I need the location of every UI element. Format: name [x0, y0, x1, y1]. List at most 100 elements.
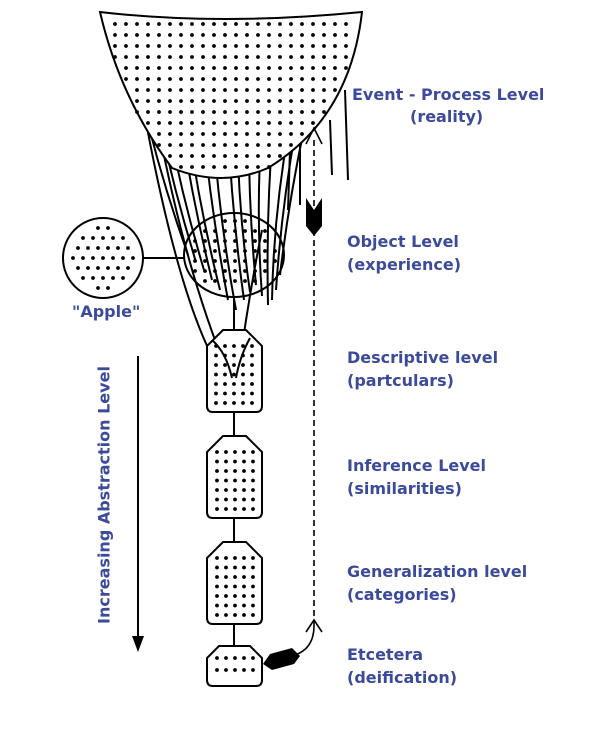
- feedback-arrowhead-top: [305, 126, 323, 145]
- event-dot: [322, 88, 326, 92]
- event-dot: [300, 22, 304, 26]
- apple-dot: [91, 256, 95, 260]
- event-dot: [322, 22, 326, 26]
- object-dot: [243, 259, 247, 263]
- event-dot: [234, 77, 238, 81]
- apple-dot: [86, 246, 90, 250]
- event-dot: [256, 22, 260, 26]
- event-dot: [113, 55, 117, 59]
- event-dot: [124, 66, 128, 70]
- strand-line: [344, 89, 349, 181]
- event-dot: [311, 77, 315, 81]
- descriptive-dot: [241, 391, 245, 396]
- event-dot: [124, 55, 128, 59]
- event-dot: [223, 77, 227, 81]
- event-dot: [157, 66, 161, 70]
- descriptive-dot: [214, 401, 218, 405]
- event-dot: [256, 154, 260, 158]
- apple-dot: [81, 276, 85, 280]
- object-dot: [273, 259, 277, 263]
- event-dot: [201, 110, 205, 114]
- object-level-ellipse: [183, 212, 285, 298]
- event-dot: [124, 77, 128, 81]
- generalization-dot: [242, 556, 246, 560]
- descriptive-dot: [232, 344, 236, 348]
- apple-dot: [101, 236, 105, 240]
- etcetera-dot: [251, 656, 255, 660]
- event-dot: [256, 99, 260, 103]
- event-dot: [245, 88, 249, 92]
- object-dot: [203, 269, 207, 273]
- event-dot: [344, 22, 348, 26]
- event-dot: [300, 99, 304, 103]
- object-dot: [213, 239, 217, 243]
- event-dot: [289, 110, 293, 114]
- event-dot: [223, 132, 227, 136]
- event-dot: [311, 22, 315, 26]
- event-dot: [223, 33, 227, 37]
- event-dot: [201, 66, 205, 70]
- event-dot: [212, 99, 216, 103]
- event-dot: [168, 22, 172, 26]
- descriptive-dot: [250, 401, 254, 405]
- event-dot: [256, 88, 260, 92]
- apple-dot: [96, 246, 100, 250]
- event-dot: [322, 77, 326, 81]
- descriptive-dot: [223, 363, 227, 367]
- etcetera-dot: [224, 668, 228, 672]
- feedback-arrow-tail: [263, 648, 300, 670]
- generalization-dot: [233, 584, 237, 589]
- descriptive-dot: [214, 391, 218, 396]
- event-dot: [201, 99, 205, 103]
- object-dot: [263, 239, 267, 243]
- inference-dot: [233, 497, 237, 502]
- event-dot: [190, 143, 194, 147]
- event-dot: [223, 88, 227, 92]
- generalization-dot: [215, 556, 219, 560]
- generalization-dot: [233, 556, 237, 560]
- event-dot: [212, 110, 216, 114]
- inference-dot: [224, 450, 228, 454]
- descriptive-level-title: Descriptive level: [347, 348, 499, 367]
- apple-dot: [91, 276, 95, 280]
- event-dot: [124, 22, 128, 26]
- event-dot: [256, 66, 260, 70]
- event-dot: [267, 110, 271, 114]
- generalization-dot: [242, 594, 246, 598]
- event-dot: [201, 55, 205, 59]
- event-dot: [256, 121, 260, 125]
- descriptive-dot: [223, 372, 227, 377]
- event-dot: [289, 66, 293, 70]
- object-dot: [223, 269, 227, 273]
- event-dot: [157, 132, 161, 136]
- descriptive-dot: [232, 363, 236, 367]
- etcetera-dot: [233, 656, 237, 660]
- generalization-dot: [251, 556, 255, 560]
- inference-dot: [224, 507, 228, 511]
- inference-dot: [215, 450, 219, 454]
- inference-dot: [251, 497, 255, 502]
- inference-dot: [215, 459, 219, 464]
- object-dot: [193, 239, 197, 243]
- event-dot: [168, 66, 172, 70]
- event-dot: [322, 110, 326, 114]
- event-dot: [289, 88, 293, 92]
- event-process-cloud: [98, 10, 364, 179]
- generalization-dot: [224, 603, 228, 608]
- feedback-fletching: [306, 198, 322, 236]
- event-dot: [212, 22, 216, 26]
- generalization-dot: [215, 603, 219, 608]
- event-dot: [333, 22, 337, 26]
- event-dot: [267, 143, 271, 147]
- event-dot: [179, 154, 183, 158]
- apple-dot: [76, 246, 80, 250]
- object-dot: [253, 229, 257, 233]
- inference-dot: [242, 488, 246, 492]
- inference-dot: [224, 497, 228, 502]
- object-level-title: Object Level: [347, 232, 459, 251]
- strand-line: [329, 119, 333, 176]
- object-dot: [253, 239, 257, 243]
- object-dot: [223, 279, 227, 283]
- etcetera-dot: [242, 668, 246, 672]
